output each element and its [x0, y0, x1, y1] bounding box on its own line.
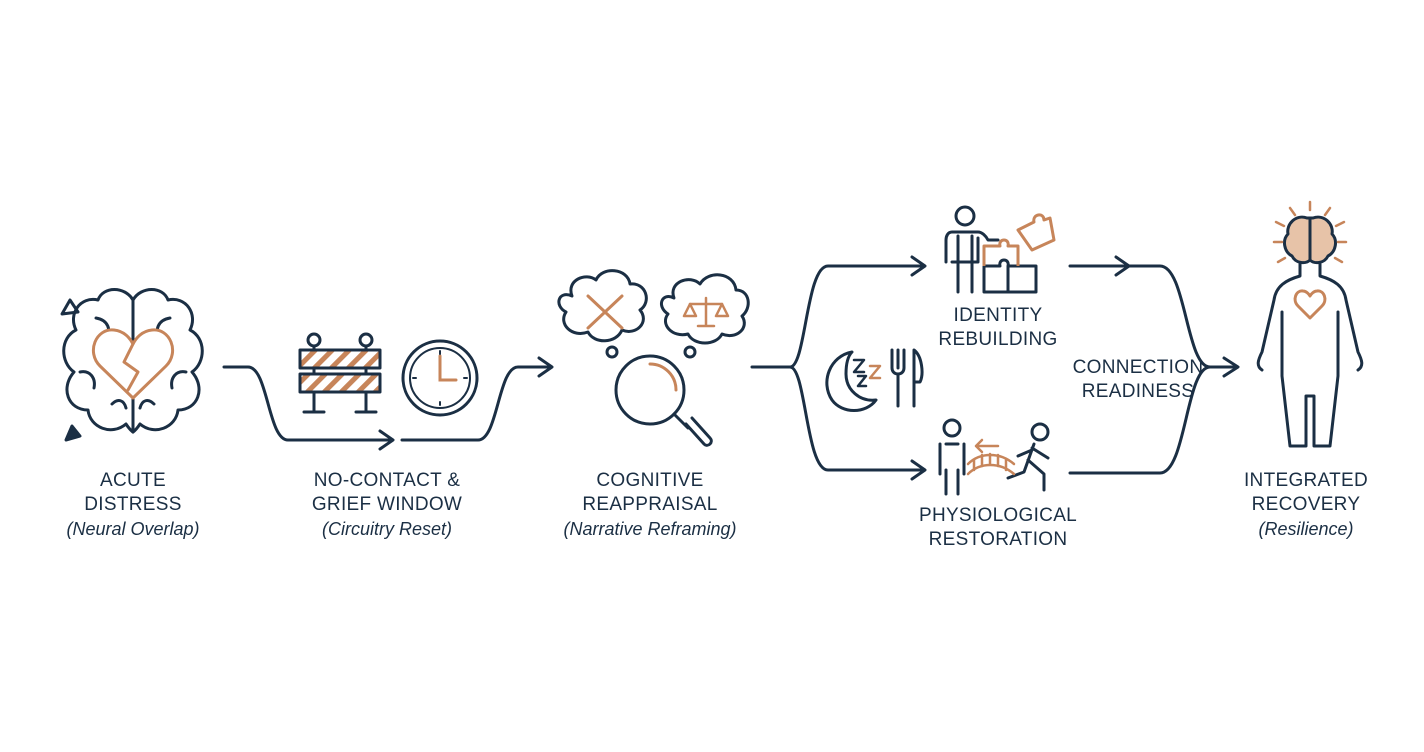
- clock-icon: [401, 339, 479, 417]
- stage-title: PHYSIOLOGICAL: [918, 505, 1078, 526]
- connector-split: [750, 264, 926, 369]
- stage-title: DISTRESS: [84, 494, 182, 515]
- connector-nocontact-to-reappraisal: [400, 365, 552, 442]
- stage-title: RESTORATION: [928, 529, 1068, 550]
- stage-label-no-contact: NO-CONTACT & GRIEF WINDOW (Circuitry Res…: [277, 469, 497, 541]
- stage-title: ACUTE: [100, 470, 166, 491]
- arrowhead-nocontact: [378, 429, 395, 451]
- stage-label-connection-readiness: CONNECTION READINESS: [1036, 356, 1240, 404]
- thought-bubble-x-icon: [557, 269, 648, 359]
- sleep-moon-icon: [825, 350, 882, 412]
- arrowhead-physiological: [910, 459, 927, 481]
- stage-label-integrated-recovery: INTEGRATED RECOVERY (Resilience): [1216, 469, 1396, 541]
- radiant-brain-icon: [1272, 200, 1348, 265]
- stage-title: CONNECTION: [1072, 357, 1204, 378]
- stage-subtitle: (Resilience): [1258, 519, 1354, 539]
- connector-merge-lower: [1068, 365, 1212, 475]
- brain-icon: [62, 288, 204, 434]
- stage-label-physiological-restoration: PHYSIOLOGICAL RESTORATION: [885, 504, 1111, 552]
- heart-icon: [1293, 289, 1327, 320]
- stage-subtitle: (Circuitry Reset): [321, 519, 452, 539]
- stage-title: RECOVERY: [1251, 494, 1361, 515]
- stage-subtitle: (Neural Overlap): [66, 519, 200, 539]
- arrowhead-identity: [910, 255, 927, 277]
- connector-merge: [1126, 264, 1238, 369]
- stage-title: GRIEF WINDOW: [311, 494, 463, 515]
- shard-icon: [60, 298, 82, 442]
- stage-label-cognitive-reappraisal: COGNITIVE REAPPRAISAL (Narrative Reframi…: [530, 469, 770, 541]
- stage-title: REAPPRAISAL: [582, 494, 718, 515]
- thought-bubble-scales-icon: [659, 273, 750, 359]
- stage-title: REBUILDING: [938, 329, 1058, 350]
- stage-title: IDENTITY: [953, 305, 1043, 326]
- puzzle-icon: [982, 213, 1056, 294]
- stage-subtitle: (Narrative Reframing): [563, 519, 737, 539]
- stage-label-acute-distress: ACUTE DISTRESS (Neural Overlap): [33, 469, 233, 541]
- connector-split-lower: [788, 365, 926, 472]
- stage-label-identity-rebuilding: IDENTITY REBUILDING: [898, 304, 1098, 352]
- person-bridge-runner-icon: [938, 418, 1050, 496]
- human-figure-icon: [1256, 262, 1364, 448]
- stage-title: INTEGRATED: [1243, 470, 1369, 491]
- stage-title: COGNITIVE: [596, 470, 704, 491]
- magnifier-icon: [614, 354, 713, 447]
- arrowhead-reappraisal: [537, 356, 554, 378]
- broken-heart-icon: [92, 328, 174, 400]
- stage-title: NO-CONTACT &: [313, 470, 461, 491]
- connector-distress-to-nocontact: [222, 365, 394, 442]
- fork-knife-icon: [890, 348, 924, 408]
- barrier-icon: [298, 332, 382, 414]
- stage-title: READINESS: [1081, 381, 1195, 402]
- person-icon: [944, 205, 1000, 294]
- arrowhead-recovery: [1222, 356, 1240, 378]
